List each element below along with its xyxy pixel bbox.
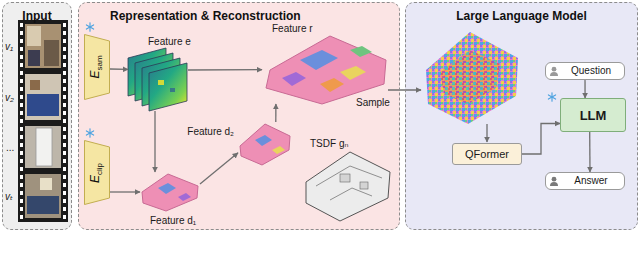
encoder-block: Eclip <box>84 140 110 205</box>
arrow-label: Sample <box>356 95 390 109</box>
feature-caption-text: Feature e <box>148 36 191 47</box>
encoder-label: Eclip <box>88 162 106 182</box>
connector-arrow <box>188 69 262 71</box>
feature-caption: Feature d₁ <box>150 213 196 227</box>
qformer-box: QFormer <box>452 143 522 165</box>
frame-index: v₂ <box>5 90 14 104</box>
llm-box: LLM <box>560 98 626 132</box>
feature-caption: Feature r <box>272 21 313 35</box>
feature-cloud: Feature r <box>262 34 388 104</box>
box-text: Question <box>571 65 611 77</box>
feature-caption-text: Feature d₁ <box>150 215 196 226</box>
feature-caption: TSDF gₙ <box>310 136 348 150</box>
box-text: QFormer <box>465 148 509 161</box>
panel-title-text: Input <box>22 9 51 23</box>
frame-index: v₁ <box>5 39 13 53</box>
feature-caption: Feature e <box>148 34 191 48</box>
frame-ellipsis: ... <box>6 140 14 154</box>
panel-title: Representation & Reconstruction <box>110 6 399 24</box>
connector-arrow <box>110 191 140 192</box>
frame-index: vₜ <box>5 189 13 203</box>
connector-arrow <box>589 132 591 172</box>
box-text: Answer <box>574 175 607 187</box>
icon-head <box>552 67 557 72</box>
encoder-trapezoid <box>85 141 110 205</box>
answer-box: Answer <box>545 172 625 190</box>
feature-caption-text: TSDF gₙ <box>310 138 348 149</box>
encoder-symbol: E <box>88 71 102 79</box>
frame-index-text: vₜ <box>5 191 13 202</box>
encoder-trapezoid <box>85 35 110 100</box>
icon-head <box>552 177 557 182</box>
box-text: LLM <box>580 108 607 123</box>
connector-arrow <box>275 104 276 122</box>
connector-arrow <box>584 80 585 98</box>
llm-panel: Large Language ModelQuestionLLM QFormerAn… <box>405 2 638 230</box>
encoder-block: Esam <box>84 34 110 100</box>
tsdf-mesh: TSDF gₙ <box>302 150 392 222</box>
icon-body <box>550 182 558 186</box>
feature-cloud: Feature d₂ <box>238 122 292 166</box>
feature-cloud: Feature d₁ <box>140 172 200 212</box>
frame-index-text: v₂ <box>5 92 14 103</box>
connector-arrow <box>522 124 560 155</box>
question-box: Question <box>545 62 625 80</box>
feature-caption-text: Feature r <box>272 23 313 34</box>
frame-ellipsis-text: ... <box>6 142 14 153</box>
connector-arrow <box>110 68 128 70</box>
speaker-icon <box>549 176 559 186</box>
panel-title: Large Language Model <box>406 6 637 24</box>
connector-arrow <box>200 153 238 184</box>
speaker-icon <box>549 66 559 76</box>
feature-caption: Feature d₂ <box>187 124 234 138</box>
panel-title-text: Representation & Reconstruction <box>110 9 301 23</box>
panel-title-text: Large Language Model <box>456 9 587 23</box>
icon-body <box>550 72 558 76</box>
feature-caption-text: Feature d₂ <box>187 126 234 137</box>
feature-map: Feature e <box>128 48 188 111</box>
connector-arrow <box>154 111 155 172</box>
reconstruction-panel: Representation & ReconstructionEsamEclip… <box>78 2 400 230</box>
frame-index-text: v₁ <box>5 41 13 52</box>
arrow-label-text: Sample <box>356 97 390 108</box>
encoder-label: Esam <box>88 55 106 78</box>
encoder-symbol: E <box>88 175 102 183</box>
panel-title: Input <box>3 6 71 24</box>
encoder-subscript: sam <box>95 55 104 70</box>
encoder-subscript: clip <box>95 162 104 174</box>
